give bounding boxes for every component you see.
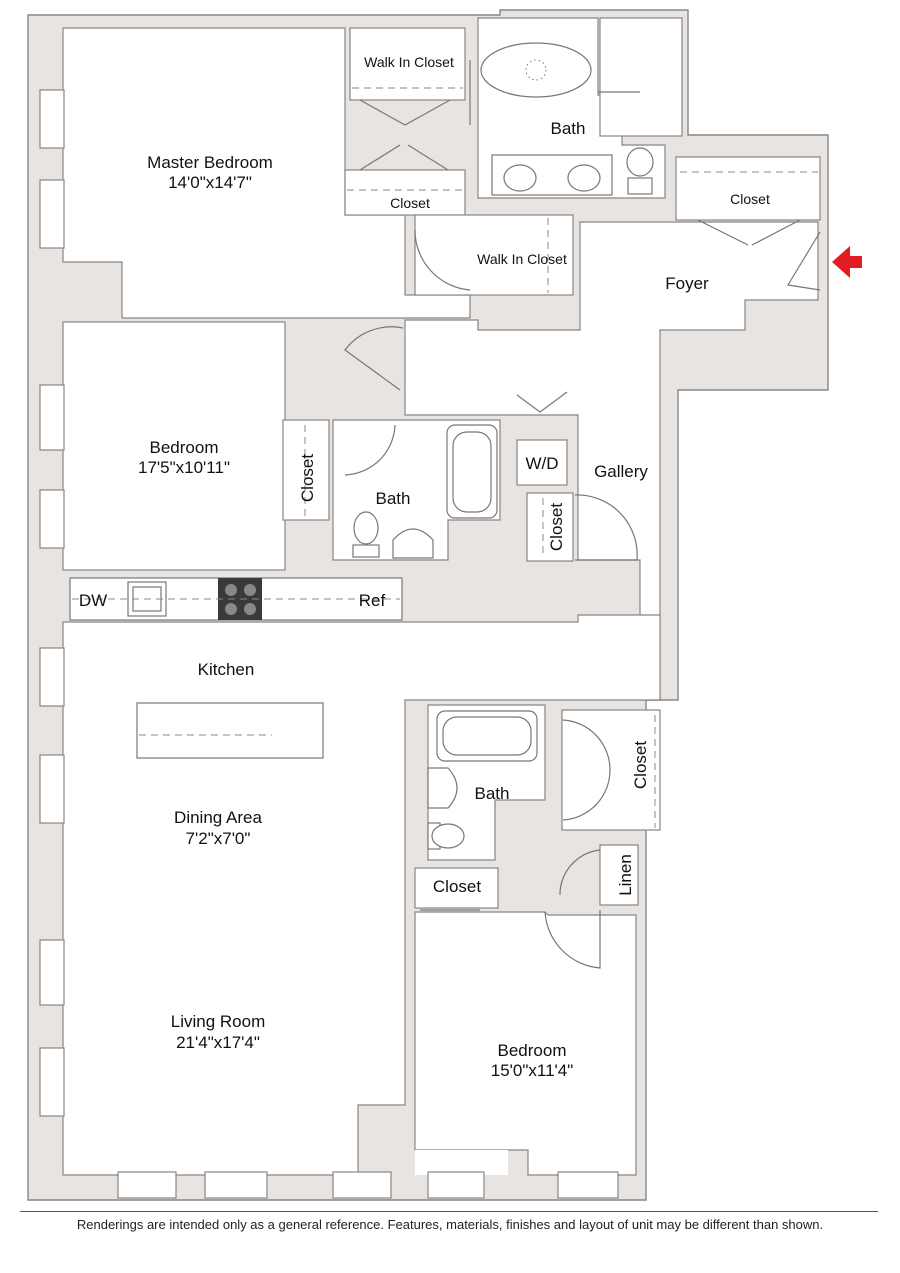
linen-label: Linen — [616, 854, 635, 896]
dining-name: Dining Area — [174, 808, 262, 827]
kitchen-ref-label: Ref — [359, 591, 386, 610]
windows — [39, 89, 619, 1199]
room-areas — [62, 17, 821, 1176]
master-closet-label: Closet — [390, 195, 430, 211]
fixtures — [127, 42, 654, 850]
gallery-closet-label: Closet — [547, 503, 566, 551]
entry-arrow-icon — [832, 246, 862, 278]
bedroom-3-dims: 15'0"x11'4" — [491, 1061, 574, 1080]
bath-3-label: Bath — [475, 784, 510, 803]
master-bedroom-dims: 14'0"x14'7" — [168, 173, 252, 192]
disclaimer-text: Renderings are intended only as a genera… — [76, 1217, 824, 1232]
hall-closet-label: Closet — [631, 741, 650, 789]
bedroom-2-closet-label: Closet — [298, 454, 317, 502]
bedroom-2-dims: 17'5"x10'11" — [138, 458, 230, 477]
foyer-label: Foyer — [665, 274, 709, 293]
bedroom-2-name: Bedroom — [150, 438, 219, 457]
footer-divider — [20, 1211, 878, 1212]
partitions — [469, 60, 640, 125]
walk-in-closet-1-label: Walk In Closet — [364, 54, 454, 70]
room-labels: Master Bedroom 14'0"x14'7" Walk In Close… — [79, 54, 770, 1080]
living-name: Living Room — [171, 1012, 266, 1031]
door-swings — [344, 99, 821, 969]
dining-dims: 7'2"x7'0" — [186, 829, 251, 848]
kitchen-dw-label: DW — [79, 591, 107, 610]
master-bath-label: Bath — [551, 119, 586, 138]
kitchen-island — [136, 702, 324, 759]
foyer-closet-label: Closet — [730, 191, 770, 207]
bath-2-label: Bath — [376, 489, 411, 508]
wd-label: W/D — [525, 454, 558, 473]
walk-in-closet-2-label: Walk In Closet — [477, 251, 567, 267]
master-bedroom-name: Master Bedroom — [147, 153, 273, 172]
bedroom-3-closet-label: Closet — [433, 877, 481, 896]
kitchen-label: Kitchen — [198, 660, 255, 679]
bedroom-3-name: Bedroom — [498, 1041, 567, 1060]
master-tub — [480, 42, 592, 98]
closet-shelves — [72, 87, 818, 828]
gallery-label: Gallery — [594, 462, 648, 481]
living-dims: 21'4"x17'4" — [176, 1033, 260, 1052]
